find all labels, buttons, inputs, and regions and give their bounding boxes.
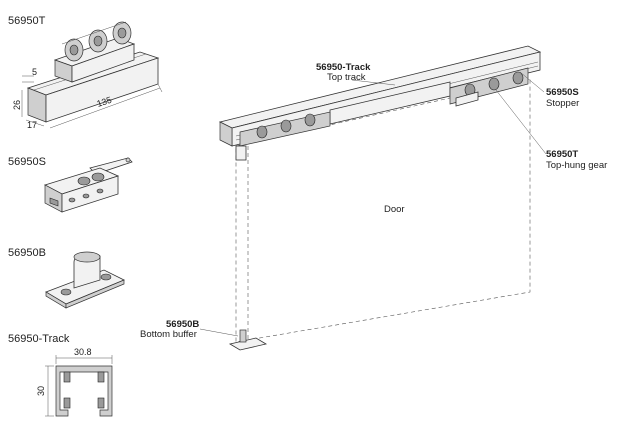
track-dimensions: 30.8 30: [36, 347, 113, 417]
assembly-gear-left: [235, 111, 331, 161]
callout-stopper: 56950S Stopper: [546, 87, 579, 109]
callout-track-code: 56950-Track: [316, 62, 371, 73]
part-top-hung-gear: 56950T 5 26: [8, 15, 163, 130]
callout-bottom-buffer: 56950B Bottom buffer: [140, 319, 199, 340]
door-label: Door: [384, 204, 405, 215]
dim-track-width: 30.8: [74, 347, 92, 357]
leader-gear: [495, 89, 547, 155]
dim-gear-length: 135: [96, 95, 113, 109]
track-profile-drawing: [55, 365, 113, 417]
callout-gear-code: 56950T: [546, 149, 578, 160]
part-id-track: 56950-Track: [8, 333, 70, 345]
dim-gear-height: 26: [12, 100, 22, 110]
top-hung-gear-dimensions: 5 26 17 135: [12, 67, 163, 130]
dim-gear-depth: 17: [27, 120, 37, 130]
top-hung-gear-drawing: [26, 21, 160, 123]
stopper-drawing: [43, 157, 133, 213]
callout-top-track: 56950-Track Top track: [316, 62, 371, 83]
callout-stopper-name: Stopper: [546, 98, 579, 109]
leader-buffer: [199, 328, 239, 337]
callout-stopper-code: 56950S: [546, 87, 579, 98]
callout-gear-name: Top-hung gear: [546, 160, 607, 171]
callout-buffer-name: Bottom buffer: [140, 329, 197, 340]
part-id-top-hung-gear: 56950T: [8, 15, 46, 27]
callout-track-name: Top track: [327, 72, 366, 83]
part-bottom-buffer: 56950B: [8, 247, 125, 309]
callout-buffer-code: 56950B: [166, 319, 199, 330]
door-panel: Door: [235, 79, 531, 343]
callout-top-hung-gear: 56950T Top-hung gear: [546, 149, 607, 171]
part-track: 56950-Track 30.8 30: [8, 333, 113, 417]
part-stopper: 56950S: [8, 156, 133, 213]
dim-track-height: 30: [36, 386, 46, 396]
assembly-gear-right: [449, 67, 529, 107]
part-id-stopper: 56950S: [8, 156, 46, 168]
part-id-bottom-buffer: 56950B: [8, 247, 46, 259]
assembly-view: Door: [140, 45, 607, 351]
assembly-bottom-buffer: [228, 329, 268, 351]
leader-track: [351, 79, 396, 86]
dim-gear-offset: 5: [32, 67, 37, 77]
leader-stopper: [519, 71, 545, 93]
bottom-buffer-drawing: [45, 251, 125, 309]
